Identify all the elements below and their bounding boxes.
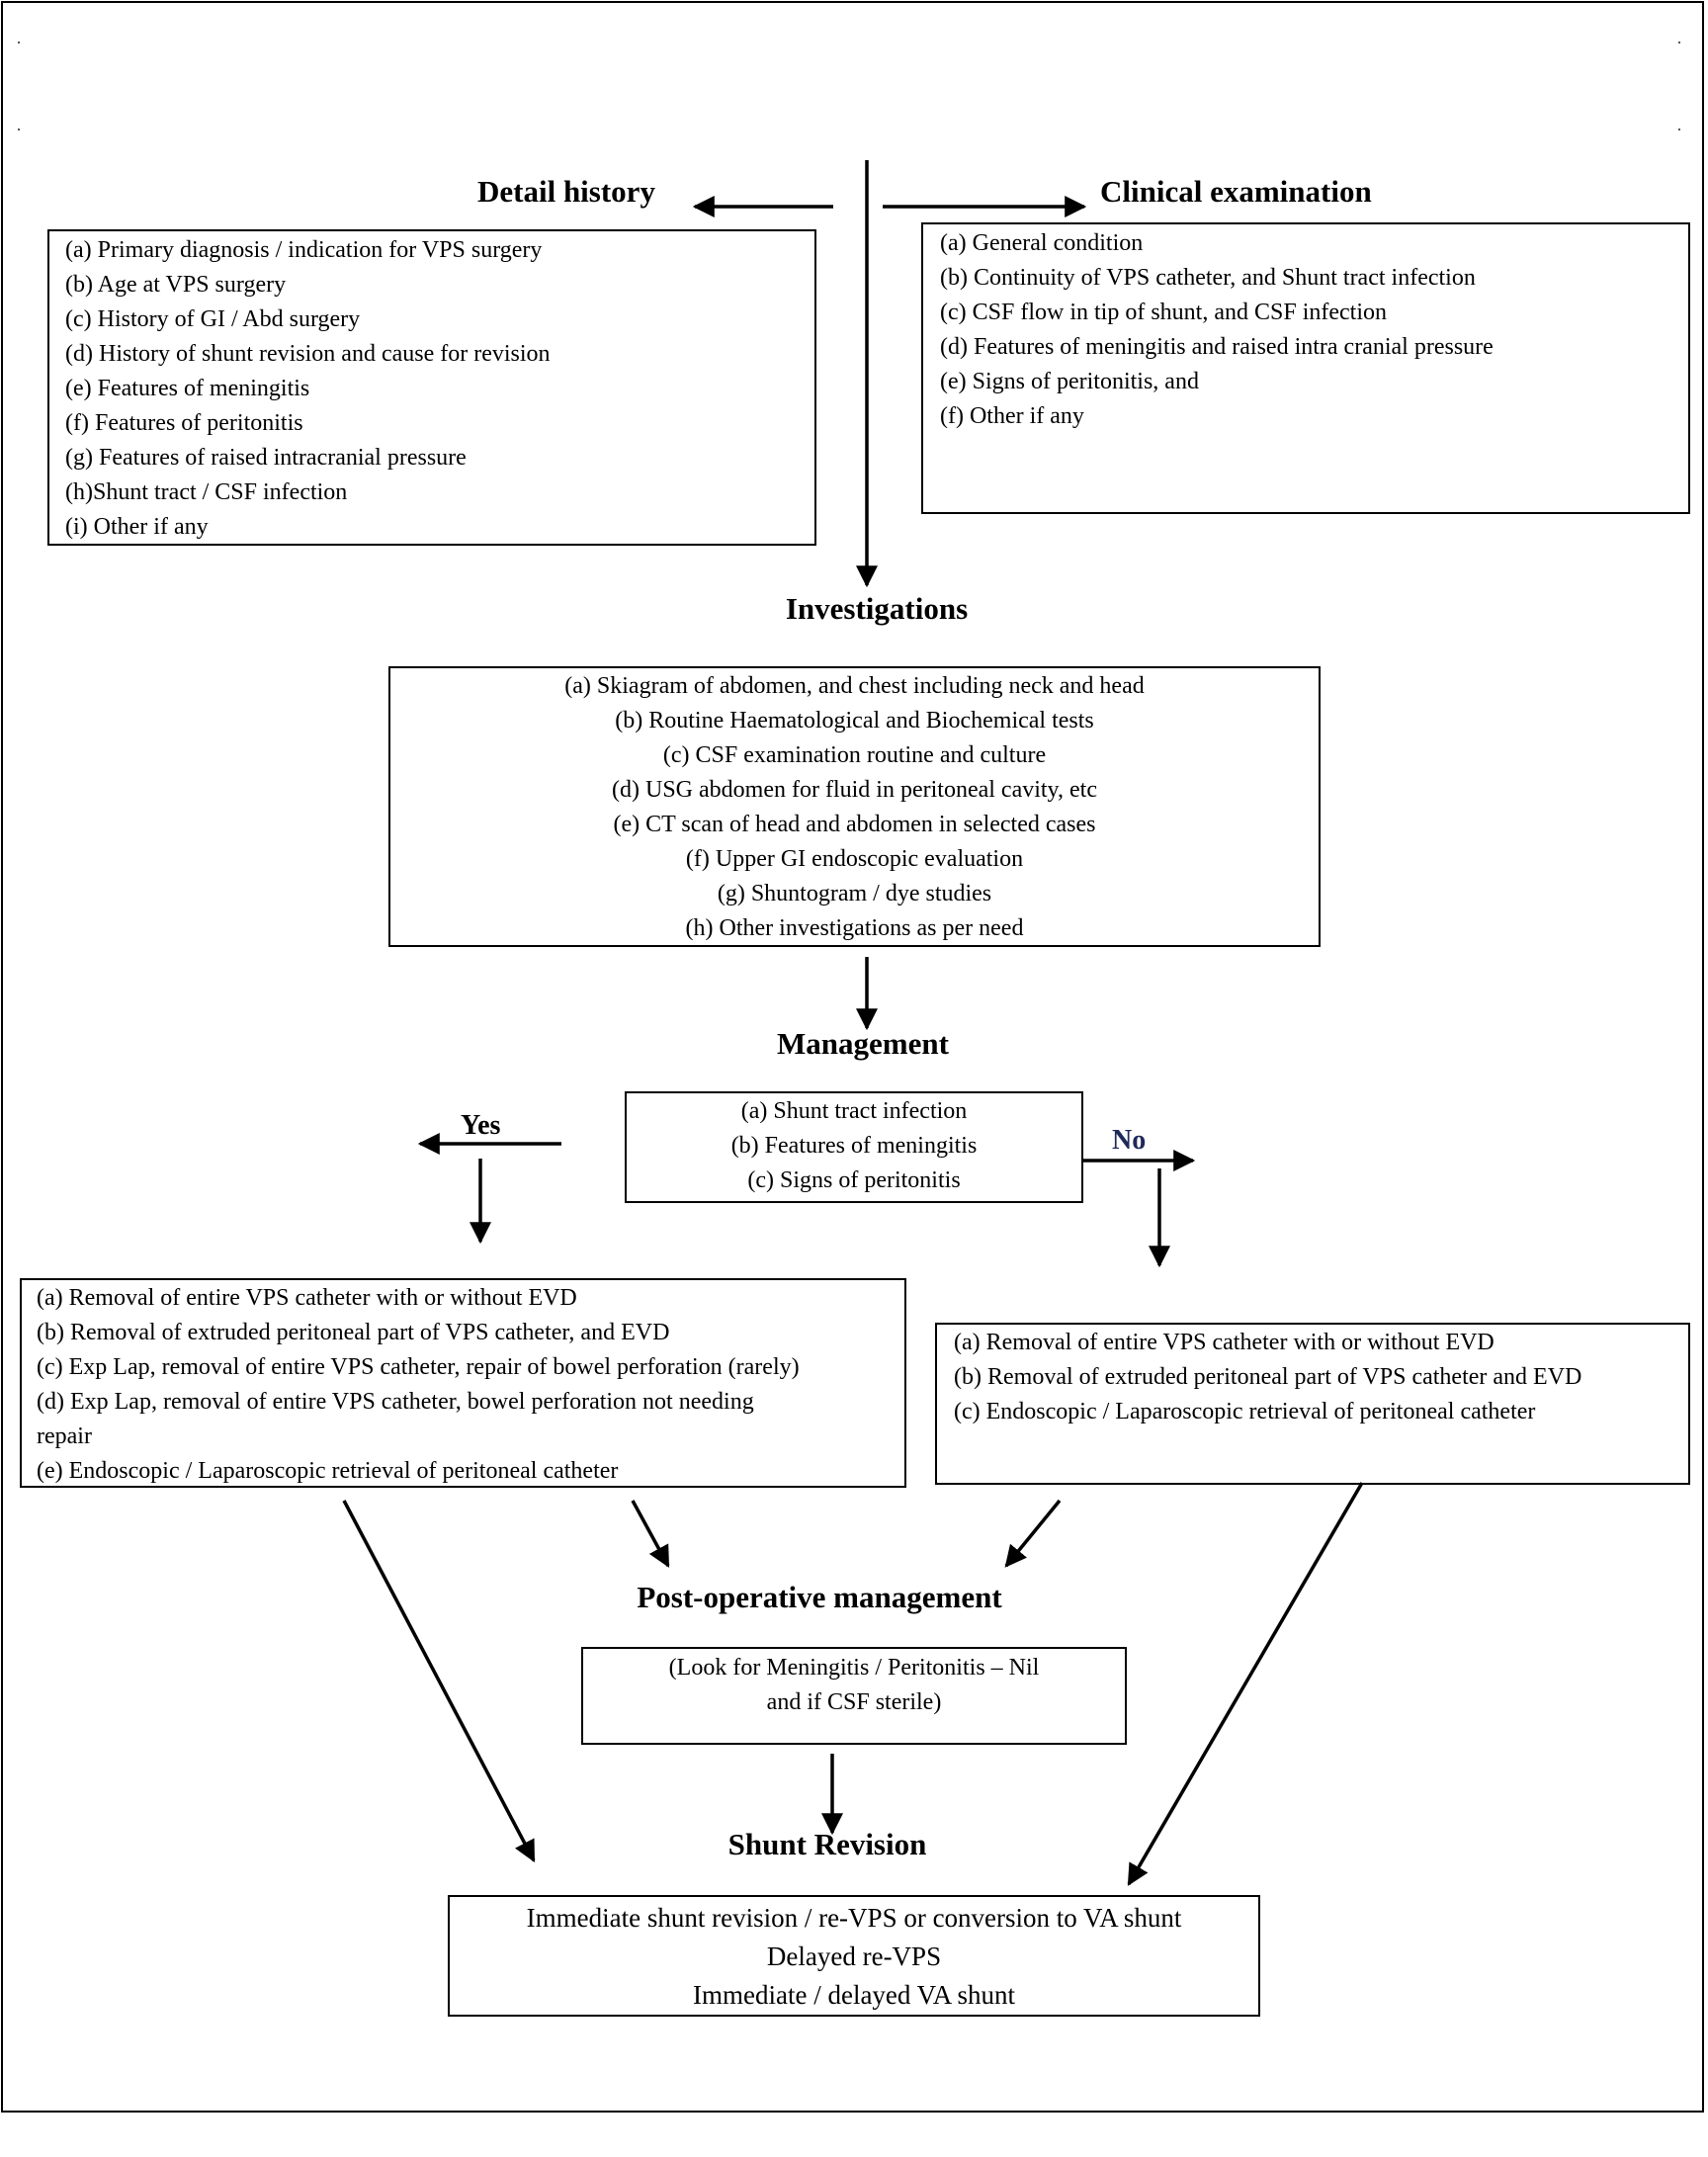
yes-management-item: (b) Removal of extruded peritoneal part … — [37, 1320, 670, 1345]
arrow-no-to-postop — [1004, 1499, 1062, 1568]
yes-management-box: (a) Removal of entire VPS catheter with … — [20, 1278, 906, 1488]
shunt-revision-item: Immediate shunt revision / re-VPS or con… — [526, 1903, 1182, 1933]
shunt-revision-box: Immediate shunt revision / re-VPS or con… — [448, 1895, 1260, 2017]
corner-dot — [1678, 129, 1680, 130]
arrow-yes-to-shunt-revision — [342, 1500, 536, 1862]
postop-item: (Look for Meningitis / Peritonitis – Nil — [668, 1655, 1040, 1681]
shunt-revision-item: Delayed re-VPS — [766, 1941, 942, 1971]
detail-history-item: (g) Features of raised intracranial pres… — [65, 445, 467, 471]
no-management-item: (c) Endoscopic / Laparoscopic retrieval … — [954, 1399, 1536, 1424]
investigations-item: (h) Other investigations as per need — [685, 915, 1024, 941]
arrow-yes-to-postop — [631, 1500, 670, 1568]
investigations-item: (a) Skiagram of abdomen, and chest inclu… — [564, 673, 1145, 699]
detail-history-title: Detail history — [477, 174, 655, 209]
detail-history-item: (b) Age at VPS surgery — [65, 272, 287, 298]
clinical-examination-item: (e) Signs of peritonitis, and — [940, 369, 1199, 394]
clinical-examination-title: Clinical examination — [1100, 174, 1372, 209]
investigations-item: (b) Routine Haematological and Biochemic… — [615, 708, 1094, 733]
clinical-examination-box: (a) General condition (b) Continuity of … — [921, 222, 1690, 514]
management-criteria-item: (a) Shunt tract infection — [740, 1098, 968, 1124]
yes-management-item: (a) Removal of entire VPS catheter with … — [37, 1285, 577, 1311]
yes-management-item: (d) Exp Lap, removal of entire VPS cathe… — [37, 1389, 754, 1415]
investigations-item: (e) CT scan of head and abdomen in selec… — [613, 812, 1096, 837]
investigations-item: (d) USG abdomen for fluid in peritoneal … — [612, 777, 1097, 803]
management-criteria-item: (c) Signs of peritonitis — [747, 1167, 961, 1193]
yes-management-item: repair — [37, 1424, 92, 1449]
investigations-item: (f) Upper GI endoscopic evaluation — [685, 846, 1024, 872]
clinical-examination-item: (f) Other if any — [940, 403, 1084, 429]
no-management-item: (a) Removal of entire VPS catheter with … — [954, 1330, 1494, 1355]
yes-label: Yes — [461, 1110, 501, 1141]
yes-management-item: (c) Exp Lap, removal of entire VPS cathe… — [37, 1354, 800, 1380]
detail-history-item: (d) History of shunt revision and cause … — [65, 341, 551, 367]
management-title: Management — [777, 1026, 949, 1061]
no-management-item: (b) Removal of extruded peritoneal part … — [954, 1364, 1582, 1390]
arrow-no-to-shunt-revision — [1127, 1482, 1364, 1886]
clinical-examination-item: (a) General condition — [940, 230, 1144, 256]
detail-history-item: (a) Primary diagnosis / indication for V… — [65, 237, 543, 263]
clinical-examination-item: (c) CSF flow in tip of shunt, and CSF in… — [940, 300, 1387, 325]
detail-history-item: (e) Features of meningitis — [65, 376, 310, 401]
investigations-item: (c) CSF examination routine and culture — [662, 742, 1047, 768]
detail-history-box: (a) Primary diagnosis / indication for V… — [47, 229, 816, 546]
postop-box: (Look for Meningitis / Peritonitis – Nil… — [581, 1647, 1127, 1745]
investigations-box: (a) Skiagram of abdomen, and chest inclu… — [388, 666, 1321, 947]
yes-management-item: (e) Endoscopic / Laparoscopic retrieval … — [37, 1458, 619, 1484]
management-criteria-item: (b) Features of meningitis — [730, 1133, 978, 1159]
detail-history-item: (h)Shunt tract / CSF infection — [65, 479, 348, 505]
detail-history-item: (c) History of GI / Abd surgery — [65, 306, 361, 332]
corner-dot — [18, 129, 20, 130]
no-label: No — [1112, 1125, 1147, 1156]
detail-history-item: (f) Features of peritonitis — [65, 410, 303, 436]
investigations-title: Investigations — [785, 591, 969, 626]
clinical-examination-item: (b) Continuity of VPS catheter, and Shun… — [940, 265, 1476, 291]
corner-dot — [1678, 42, 1680, 43]
page-frame — [1, 1, 1704, 2113]
management-criteria-box: (a) Shunt tract infection (b) Features o… — [625, 1091, 1083, 1203]
shunt-revision-item: Immediate / delayed VA shunt — [693, 1980, 1015, 2010]
no-management-box: (a) Removal of entire VPS catheter with … — [935, 1323, 1690, 1485]
investigations-item: (g) Shuntogram / dye studies — [717, 881, 992, 906]
postop-title: Post-operative management — [637, 1580, 1002, 1614]
clinical-examination-item: (d) Features of meningitis and raised in… — [940, 334, 1494, 360]
detail-history-item: (i) Other if any — [65, 514, 209, 540]
shunt-revision-title: Shunt Revision — [727, 1827, 927, 1861]
corner-dot — [18, 42, 20, 43]
postop-item: and if CSF sterile) — [766, 1689, 942, 1715]
